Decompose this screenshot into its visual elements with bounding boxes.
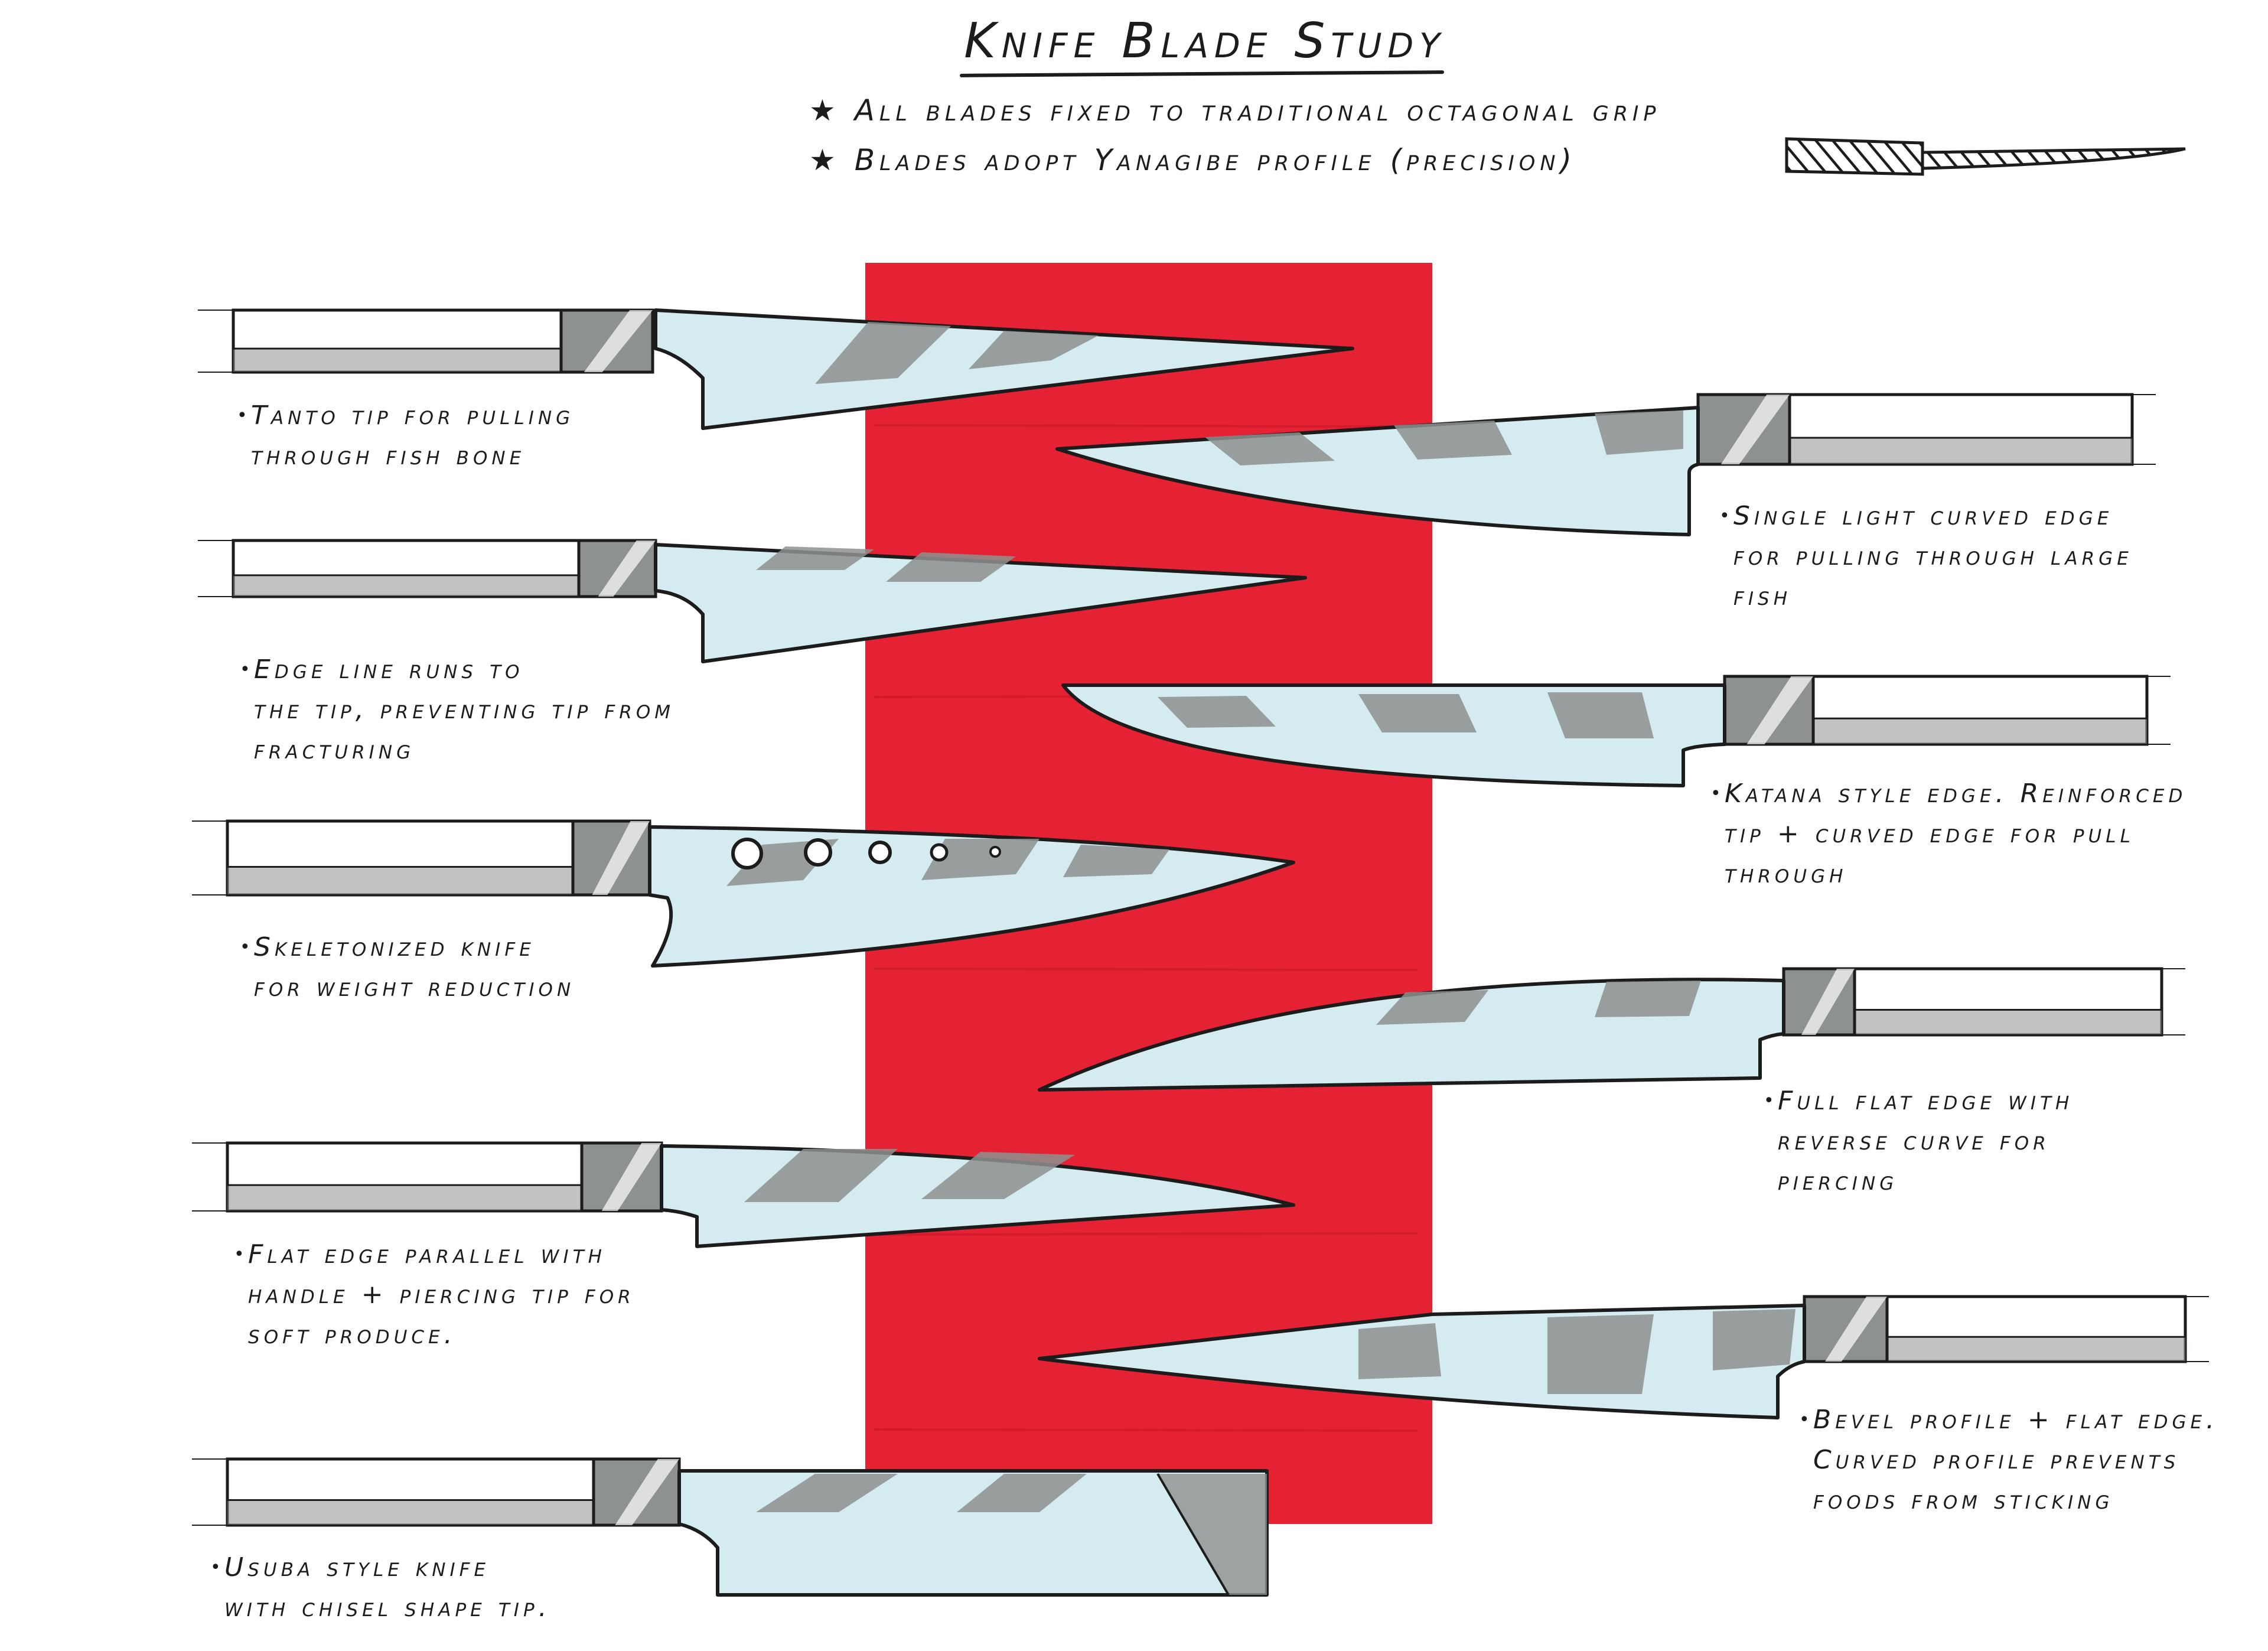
page-title: Knife Blade Study xyxy=(964,13,1446,69)
reference-yanagibe-icon xyxy=(1785,137,2186,176)
caption-bevel-profile: Bevel profile + flat edge. Curved profil… xyxy=(1799,1400,2218,1520)
caption-flat-edge: Flat edge parallel with handle + piercin… xyxy=(234,1235,635,1355)
caption-katana-edge: Katana style edge. Reinforced tip + curv… xyxy=(1710,774,2186,894)
knife-tanto xyxy=(198,308,1354,430)
knife-bevel xyxy=(1038,1295,2209,1419)
knife-skeletonized xyxy=(192,819,1295,968)
knife-usuba xyxy=(192,1457,1269,1597)
knife-reverse-curve xyxy=(1038,967,2185,1092)
caption-usuba: Usuba style knife with chisel shape tip. xyxy=(210,1548,551,1628)
knife-single-curve xyxy=(1055,393,2156,536)
note-yanagibe-profile: ★ Blades adopt Yanagibe profile (precisi… xyxy=(809,143,1577,177)
caption-reverse-curve: Full flat edge with reverse curve for pi… xyxy=(1764,1081,2073,1201)
note-octagonal-grip: ★ All blades fixed to traditional octago… xyxy=(809,93,1661,128)
caption-single-curved-edge: Single light curved edge for pulling thr… xyxy=(1719,496,2133,617)
knife-edge-line xyxy=(198,539,1307,663)
knife-katana xyxy=(1061,675,2171,787)
caption-edge-line: Edge line runs to the tip, preventing ti… xyxy=(240,650,674,770)
knife-flat-edge xyxy=(192,1141,1295,1248)
caption-skeletonized: Skeletonized knife for weight reduction xyxy=(240,927,575,1008)
caption-tanto-tip: Tanto tip for pulling through fish bone xyxy=(237,396,574,476)
